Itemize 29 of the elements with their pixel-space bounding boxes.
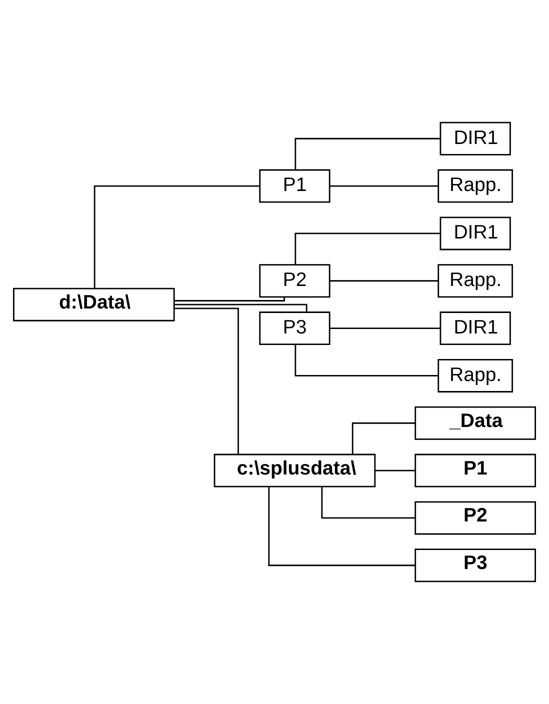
node-box: Rapp.: [438, 169, 513, 203]
connector: [268, 486, 416, 566]
connector: [174, 296, 285, 302]
node-box: Rapp.: [438, 358, 513, 392]
connector: [294, 344, 438, 376]
connector: [330, 185, 438, 187]
node-box: c:\splusdata\: [214, 454, 376, 488]
connector: [294, 138, 440, 170]
connector: [321, 486, 416, 519]
connector: [174, 304, 308, 312]
connector: [294, 232, 440, 265]
node-box: DIR1: [440, 122, 511, 156]
connector: [330, 280, 438, 282]
node-box: P1: [414, 454, 536, 488]
connector: [374, 470, 415, 472]
node-box: P2: [414, 501, 536, 535]
node-box: d:\Data\: [13, 288, 175, 322]
connector: [174, 308, 239, 454]
node-box: Rapp.: [438, 264, 513, 298]
node-box: _Data: [414, 406, 536, 440]
connector: [352, 422, 416, 454]
node-box: DIR1: [440, 216, 511, 250]
node-box: P3: [259, 312, 330, 346]
node-box: P2: [259, 264, 330, 298]
connector: [330, 328, 440, 329]
node-box: P1: [259, 169, 330, 203]
connector: [94, 185, 260, 288]
node-box: P3: [414, 548, 536, 582]
node-box: DIR1: [440, 312, 511, 346]
